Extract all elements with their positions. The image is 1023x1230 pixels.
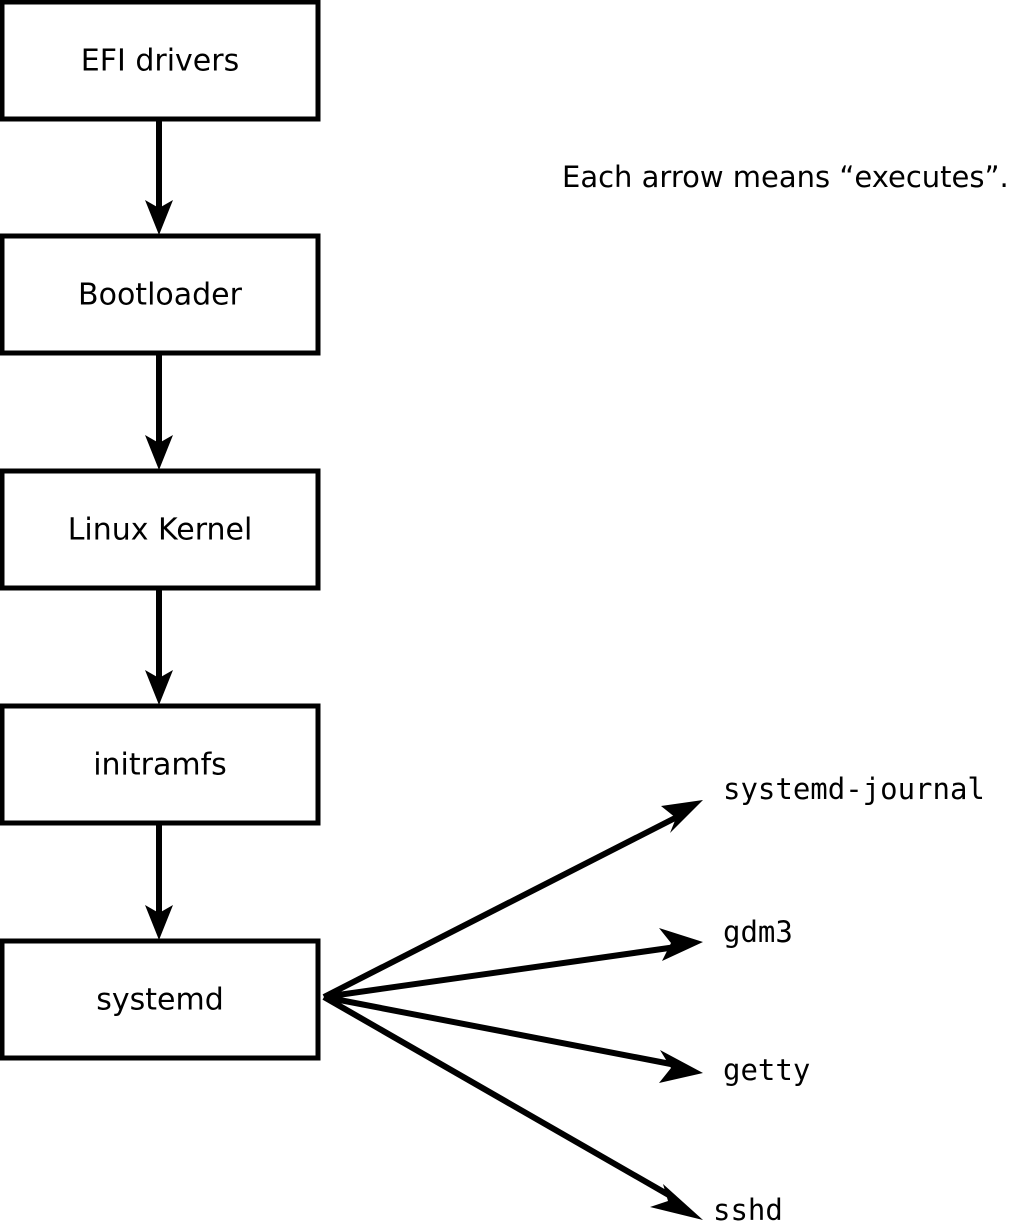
arrow-head-diagonal [659,1050,703,1083]
leaf-label-getty: getty [723,1053,810,1087]
arrow-head-diagonal [650,1184,703,1220]
node-box-systemd [0,938,321,1061]
node-systemd[interactable]: systemd [0,938,321,1061]
node-box-efi-drivers [0,0,321,122]
process-chain-group: EFI drivers Bootloader Linux Kernel init… [0,0,321,1061]
leaf-label-systemd-journal: systemd-journal [723,772,985,806]
arrow-systemd-to-sshd [322,994,703,1220]
chain-arrows-group [145,119,173,940]
arrow-systemd-to-systemd-journal [322,800,703,1000]
leaf-label-sshd: sshd [713,1193,783,1227]
fanout-arrows-group [322,800,703,1220]
arrow-head-down [145,670,173,705]
arrow-shaft [322,994,676,1201]
node-box-bootloader [0,233,321,356]
arrow-head-diagonal [661,800,703,833]
node-label-systemd: systemd [96,983,224,1018]
node-efi-drivers[interactable]: EFI drivers [0,0,321,122]
arrow-systemd-to-gdm3 [323,928,703,1000]
arrow-shaft [323,994,677,1068]
arrow-shaft [323,944,677,1000]
leaf-labels-group: systemd-journal gdm3 getty sshd [713,772,985,1227]
arrow-shaft [322,813,681,1000]
diagram-caption: Each arrow means “executes”. [562,160,1009,194]
arrow-head-down [145,435,173,470]
arrow-head-diagonal [659,928,703,961]
arrow-head-down [145,200,173,235]
node-label-initramfs: initramfs [93,748,227,783]
arrow-linux-kernel-to-initramfs [145,588,173,705]
leaf-label-gdm3: gdm3 [723,915,793,949]
node-label-bootloader: Bootloader [78,278,243,313]
arrow-efi-drivers-to-bootloader [145,119,173,235]
node-bootloader[interactable]: Bootloader [0,233,321,356]
node-initramfs[interactable]: initramfs [0,703,321,826]
arrow-head-down [145,905,173,940]
arrow-initramfs-to-systemd [145,823,173,940]
node-label-efi-drivers: EFI drivers [81,44,239,79]
arrow-systemd-to-getty [323,994,703,1083]
node-linux-kernel[interactable]: Linux Kernel [0,468,321,591]
arrow-bootloader-to-linux-kernel [145,353,173,470]
node-label-linux-kernel: Linux Kernel [68,513,253,548]
node-box-linux-kernel [0,468,321,591]
